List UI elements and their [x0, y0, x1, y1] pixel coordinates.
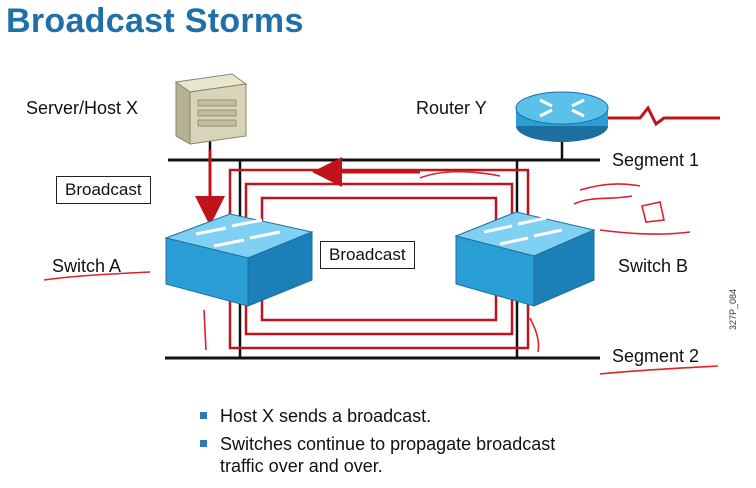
figure-code: 327P_084 [728, 288, 738, 330]
bullet-item: Switches continue to propagate broadcast… [200, 433, 600, 477]
switch-a-label: Switch A [52, 256, 122, 276]
slide-title: Broadcast Storms [6, 2, 304, 40]
bullet-marker [200, 440, 207, 447]
server-host-label: Server/Host X [26, 98, 139, 118]
switch-icon [454, 211, 596, 307]
bullet-text: Host X sends a broadcast. [220, 406, 432, 426]
broadcast-box-center: Broadcast [320, 241, 415, 269]
bullet-marker [200, 412, 207, 419]
router-icon [515, 91, 720, 142]
segment-1-label: Segment 1 [612, 150, 700, 170]
switch-icon [164, 213, 314, 307]
segment-2-label: Segment 2 [612, 346, 700, 366]
broadcast-box-left: Broadcast [56, 176, 151, 204]
bullet-list: Host X sends a broadcast. Switches conti… [200, 405, 600, 483]
ink-annotations [43, 170, 719, 375]
bullet-item: Host X sends a broadcast. [200, 405, 600, 427]
switch-b-label: Switch B [618, 256, 689, 276]
router-label: Router Y [416, 98, 487, 118]
bullet-text: Switches continue to propagate broadcast… [220, 434, 556, 476]
server-icon [174, 73, 248, 145]
